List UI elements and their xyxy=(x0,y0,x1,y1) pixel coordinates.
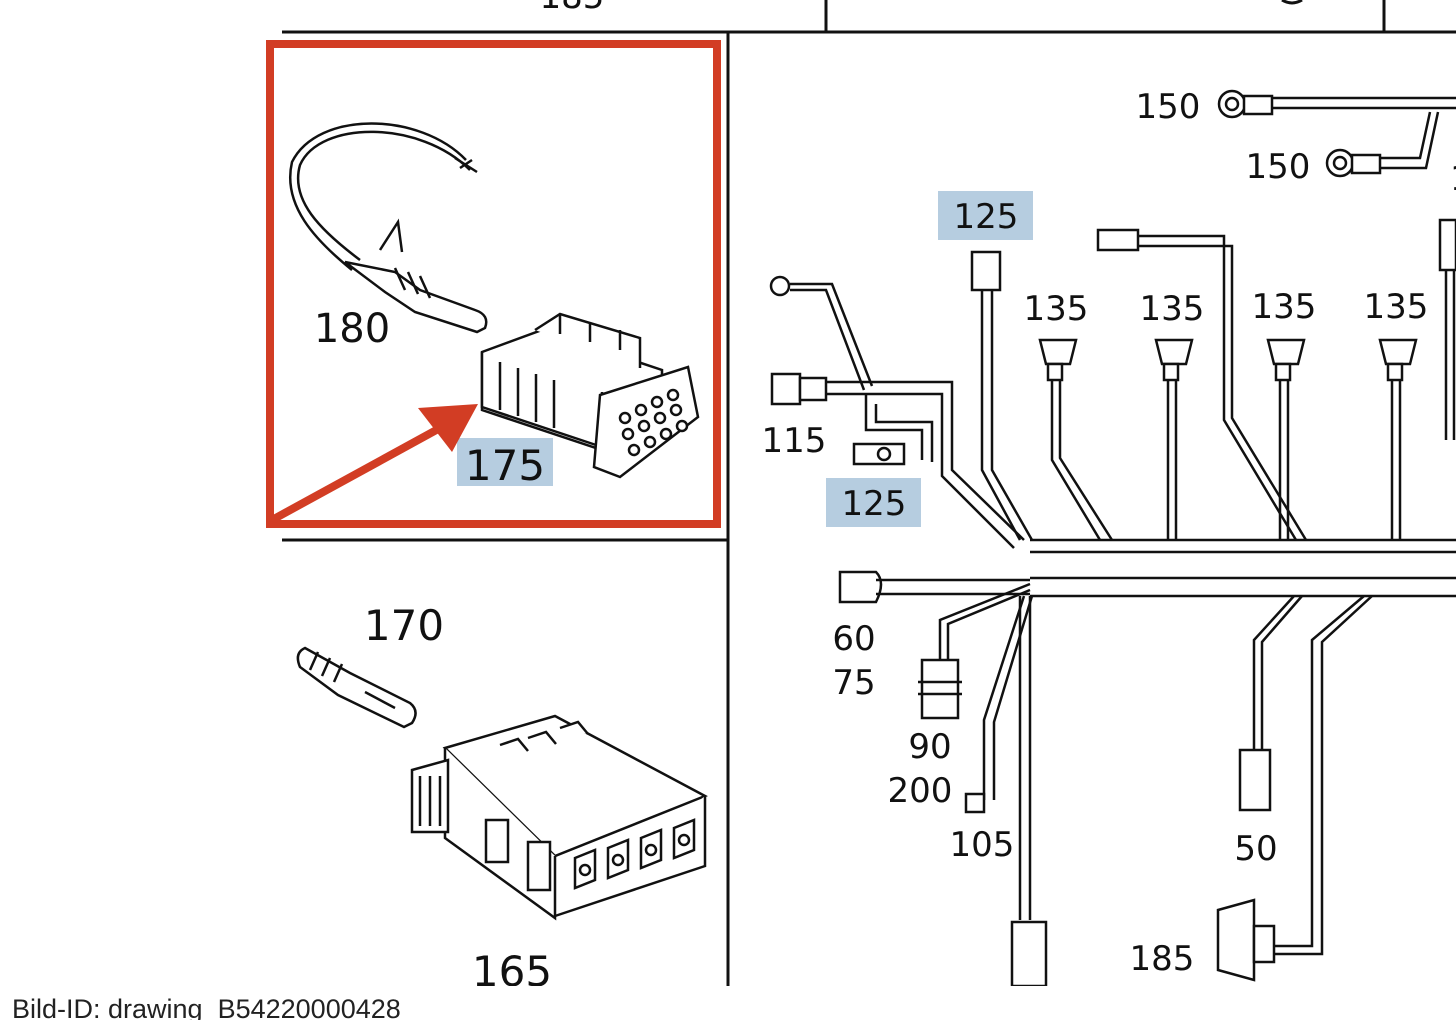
connector-housing-icon xyxy=(480,312,700,479)
highlight-125-low xyxy=(826,478,921,527)
pin-terminal-icon xyxy=(296,646,417,729)
label-180: 180 xyxy=(314,306,390,352)
label-135-1: 135 xyxy=(1024,289,1089,329)
label-125-high: 125 xyxy=(954,197,1019,237)
label-cut: 1 xyxy=(1450,159,1456,199)
highlight-175 xyxy=(457,438,553,486)
label-150-mid: 150 xyxy=(1246,147,1311,187)
label-105: 105 xyxy=(950,825,1015,865)
image-id-caption: Bild-ID: drawing_B54220000428 xyxy=(12,994,401,1020)
label-135-3: 135 xyxy=(1252,287,1317,327)
label-125-low: 125 xyxy=(842,484,907,524)
label-60: 60 xyxy=(832,619,875,659)
callout-panel: 180 175 xyxy=(266,40,721,528)
label-50: 50 xyxy=(1234,829,1277,869)
label-135-2: 135 xyxy=(1140,289,1205,329)
label-175: 175 xyxy=(465,441,545,490)
highlight-125-high xyxy=(938,191,1033,240)
label-185: 185 xyxy=(1130,939,1195,979)
label-115: 115 xyxy=(762,421,827,461)
partial-label-top: 185 xyxy=(540,0,605,17)
harness-labels: 150 150 1 125 135 135 135 135 115 125 60… xyxy=(762,87,1456,979)
arrow-icon xyxy=(270,404,478,524)
label-170: 170 xyxy=(364,601,444,650)
lower-trunk xyxy=(1030,576,1456,598)
label-135-4: 135 xyxy=(1364,287,1429,327)
callout-frame xyxy=(266,40,721,528)
label-90: 90 xyxy=(908,727,951,767)
label-165: 165 xyxy=(472,947,552,986)
label-200: 200 xyxy=(888,771,953,811)
label-75: 75 xyxy=(832,663,875,703)
label-150-top: 150 xyxy=(1136,87,1201,127)
upper-trunk xyxy=(1030,538,1456,554)
parts-diagram: 185 180 175 xyxy=(266,0,1456,986)
terminal-block-icon xyxy=(410,714,708,921)
wiring-harness xyxy=(769,89,1456,986)
wire-with-terminal-icon xyxy=(289,122,488,334)
